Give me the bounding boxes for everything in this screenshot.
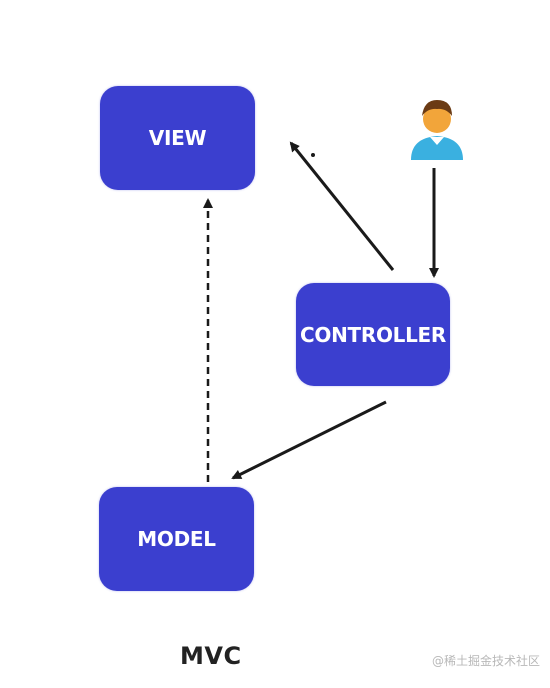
watermark-text: @稀土掘金技术社区	[431, 654, 540, 668]
user-icon	[411, 100, 463, 160]
view-node: VIEW	[100, 86, 255, 190]
controller-label: CONTROLLER	[299, 322, 446, 347]
controller-to-view-arrow	[289, 141, 395, 271]
model-node: MODEL	[99, 487, 254, 591]
model-label: MODEL	[137, 527, 216, 551]
controller-to-model-arrow	[231, 400, 387, 480]
diagram-caption: MVC	[180, 642, 242, 670]
view-label: VIEW	[148, 126, 207, 150]
controller-node: CONTROLLER	[296, 283, 450, 386]
arrow-dot	[311, 153, 315, 157]
